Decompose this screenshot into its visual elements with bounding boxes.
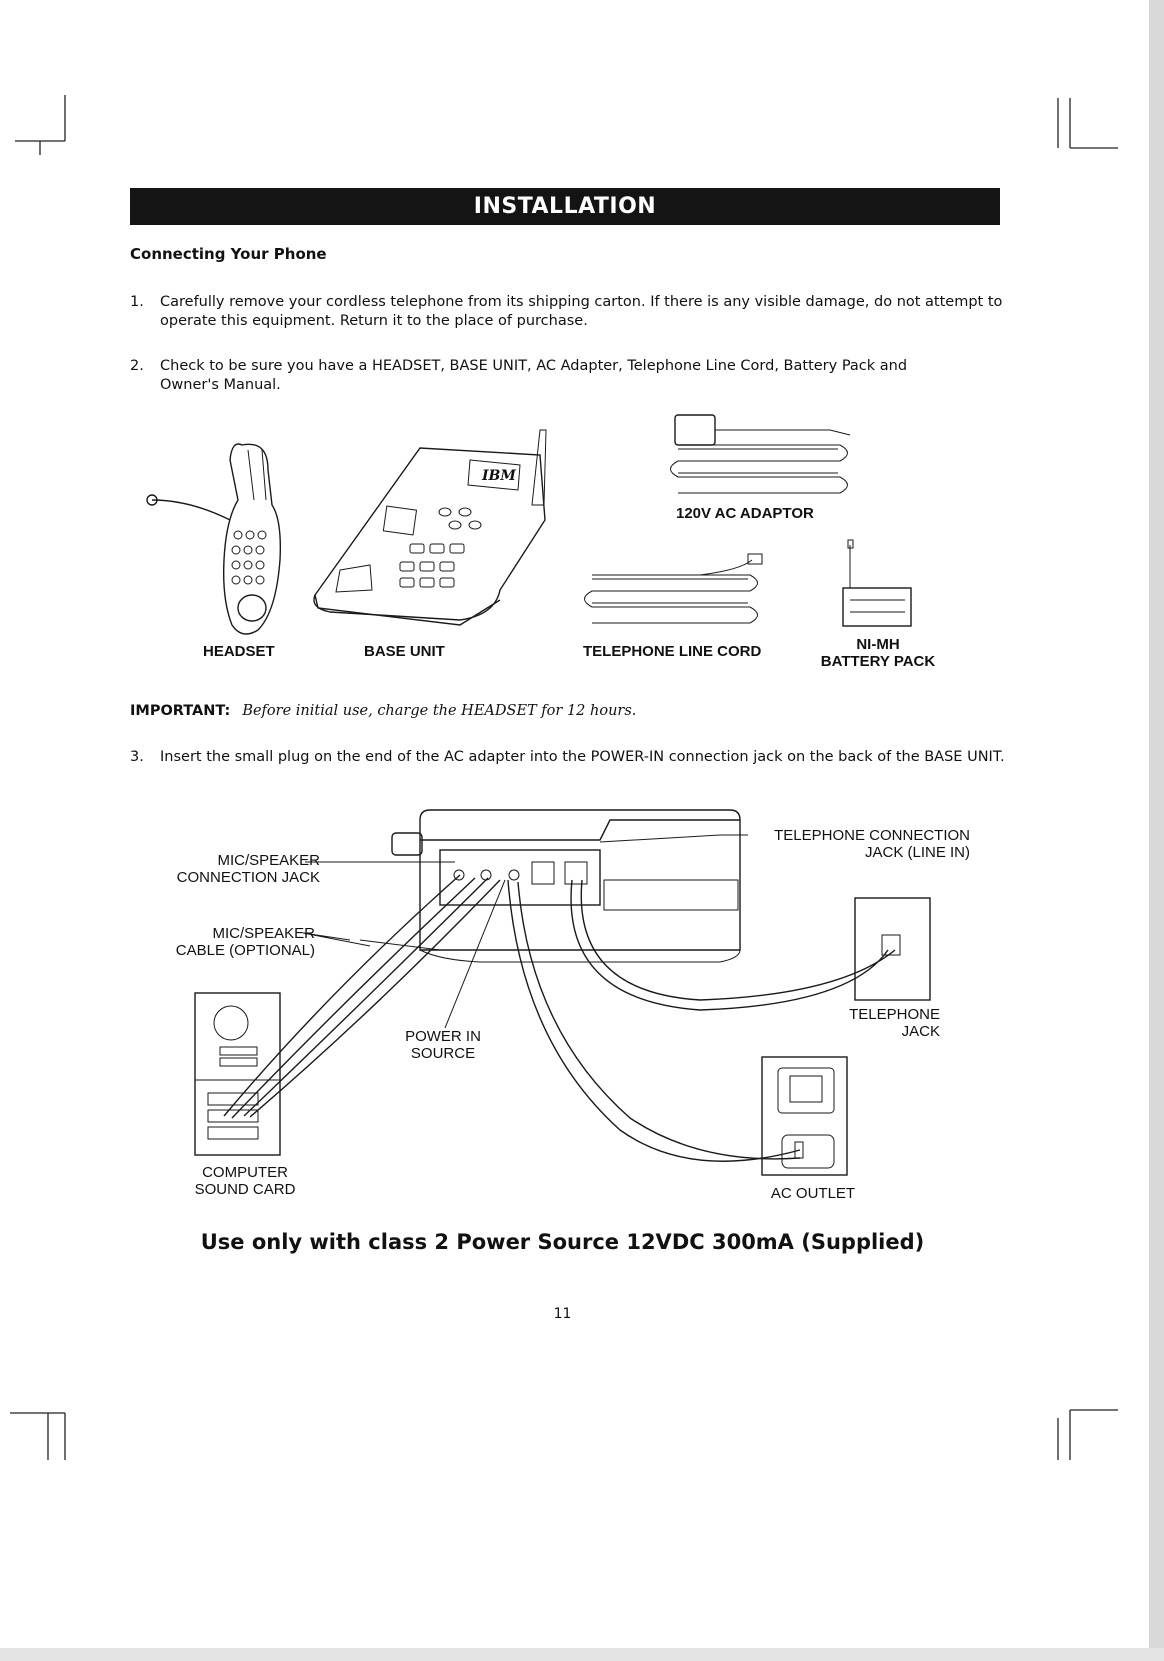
base-logo: IBM [481,468,516,484]
step-3: 3. Insert the small plug on the end of t… [130,748,1010,767]
line-cord-illustration [584,553,763,624]
label-tel-jack-line2: JACK [901,1023,940,1040]
label-sound-card: COMPUTER SOUND CARD [180,1164,310,1198]
label-tel-conn-line1: TELEPHONE CONNECTION [774,827,970,844]
label-ac-adaptor: 120V AC ADAPTOR [676,505,814,522]
label-power-in-line2: SOURCE [410,1045,476,1062]
step-text: Carefully remove your cordless telephone… [160,294,1003,329]
battery-pack-illustration [842,539,912,627]
label-mic-cable-line2: CABLE (OPTIONAL) [175,942,315,959]
crop-marks [10,95,1118,1460]
step-text: Insert the small plug on the end of the … [160,749,1005,765]
label-mic-cable-line1: MIC/SPEAKER [212,925,315,942]
page-title-banner: INSTALLATION [130,188,1000,225]
section-heading: Connecting Your Phone [130,245,327,263]
important-label: IMPORTANT: [130,703,231,719]
label-mic-jack: MIC/SPEAKER CONNECTION JACK [160,852,320,886]
scan-edge [1149,0,1164,1661]
step-number: 2. [130,358,144,374]
label-mic-cable: MIC/SPEAKER CABLE (OPTIONAL) [160,925,315,959]
label-tel-conn: TELEPHONE CONNECTION JACK (LINE IN) [750,827,970,861]
label-base-unit: BASE UNIT [364,643,445,660]
important-text: Before initial use, charge the HEADSET f… [242,703,637,719]
label-ac-outlet: AC OUTLET [770,1185,856,1202]
ac-adaptor-illustration [670,414,851,494]
scan-edge-bottom [0,1648,1164,1661]
page-number: 11 [553,1306,572,1322]
label-line-cord: TELEPHONE LINE CORD [583,643,762,660]
label-battery-pack: NI-MH BATTERY PACK [814,636,942,670]
label-sound-card-line2: SOUND CARD [194,1181,296,1198]
step-number: 3. [130,749,144,765]
label-mic-jack-line1: MIC/SPEAKER [217,852,320,869]
label-headset: HEADSET [203,643,275,660]
label-tel-jack-line1: TELEPHONE [849,1006,940,1023]
label-power-in-line1: POWER IN [405,1028,481,1045]
label-power-in: POWER IN SOURCE [398,1028,488,1062]
step-number: 1. [130,294,144,310]
important-note: IMPORTANT: Before initial use, charge the… [130,703,636,719]
label-tel-conn-line2: JACK (LINE IN) [864,844,970,861]
label-sound-card-line1: COMPUTER [202,1164,288,1181]
power-source-note: Use only with class 2 Power Source 12VDC… [200,1230,925,1254]
label-mic-jack-line2: CONNECTION JACK [176,869,320,886]
label-tel-jack: TELEPHONE JACK [820,1006,940,1040]
step-1: 1. Carefully remove your cordless teleph… [130,293,1010,331]
headset-illustration [146,443,282,635]
base-unit-illustration: IBM [313,429,547,626]
label-battery-line1: NI-MH [856,636,900,653]
label-battery-line2: BATTERY PACK [820,653,936,670]
step-2: 2. Check to be sure you have a HEADSET, … [130,357,920,395]
connection-diagram [194,809,931,1176]
step-text: Check to be sure you have a HEADSET, BAS… [160,358,908,393]
